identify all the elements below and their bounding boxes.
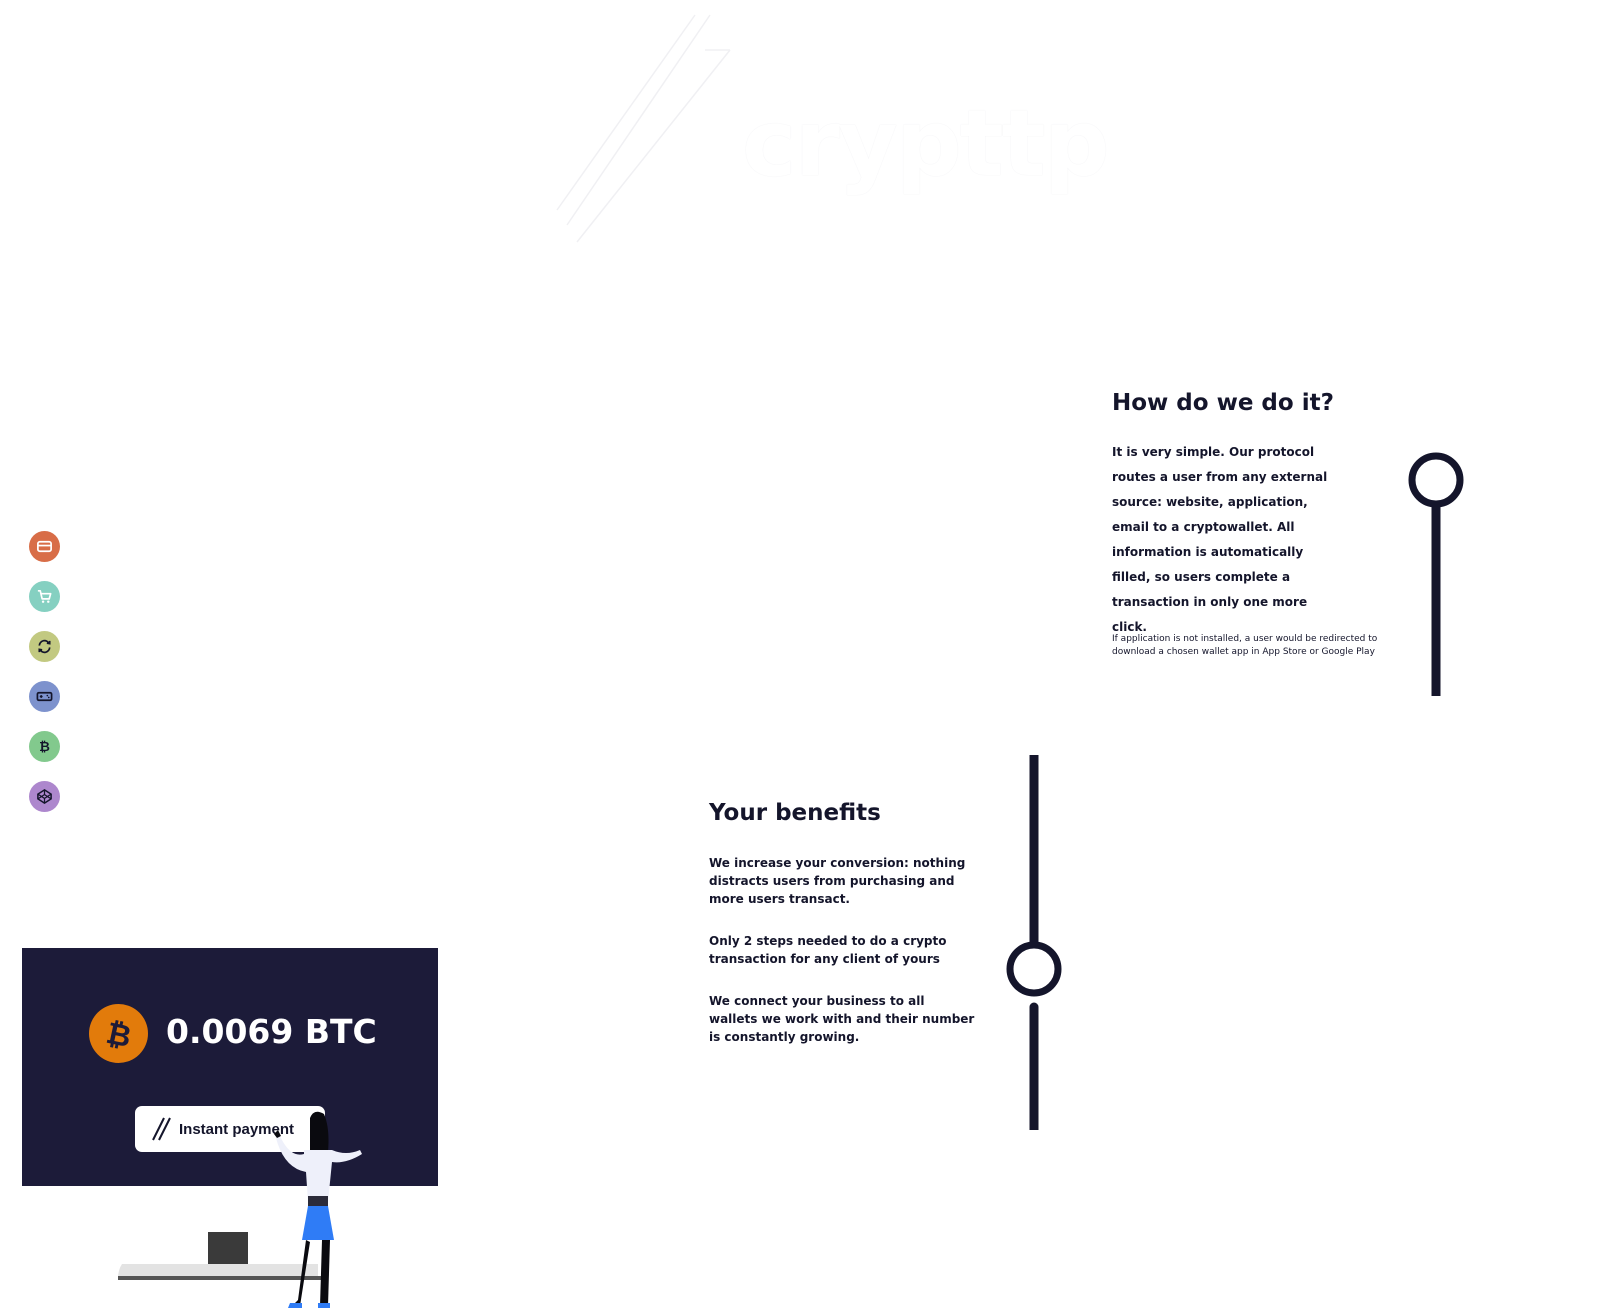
cart-icon xyxy=(29,581,60,612)
benefit-item: We increase your conversion: nothing dis… xyxy=(709,856,966,906)
logo-slashes-icon xyxy=(556,14,731,243)
codepen-icon xyxy=(29,781,60,812)
svg-text:₿: ₿ xyxy=(103,1015,134,1052)
bitcoin-coin-icon: ₿ xyxy=(89,1004,148,1063)
laptop-illustration xyxy=(118,1232,328,1280)
payment-screen: ₿ 0.0069 BTC Instant payment xyxy=(22,948,438,1186)
logo-wordmark: crypttp xyxy=(742,90,1110,197)
timeline-connector xyxy=(1006,755,1062,1130)
logo-slashes-icon xyxy=(152,1117,171,1141)
how-title: How do we do it? xyxy=(1112,390,1334,416)
timeline-connector xyxy=(1408,452,1464,696)
how-note: If application is not installed, a user … xyxy=(1112,634,1378,657)
bitcoin-icon: ₿ xyxy=(29,731,60,762)
how-body: It is very simple. Our protocol routes a… xyxy=(1112,445,1328,634)
instant-payment-label: Instant payment xyxy=(179,1120,295,1138)
benefits-title: Your benefits xyxy=(709,800,881,826)
woman-illustration xyxy=(274,1111,362,1308)
benefit-item: We connect your business to all wallets … xyxy=(709,994,975,1044)
card-icon xyxy=(29,531,60,562)
benefit-item: Only 2 steps needed to do a crypto trans… xyxy=(709,934,947,966)
gamepad-icon xyxy=(29,681,60,712)
svg-text:₿: ₿ xyxy=(39,740,50,755)
payment-amount: 0.0069 BTC xyxy=(166,1012,377,1051)
refresh-icon xyxy=(29,631,60,662)
instant-payment-button[interactable]: Instant payment xyxy=(135,1106,325,1152)
